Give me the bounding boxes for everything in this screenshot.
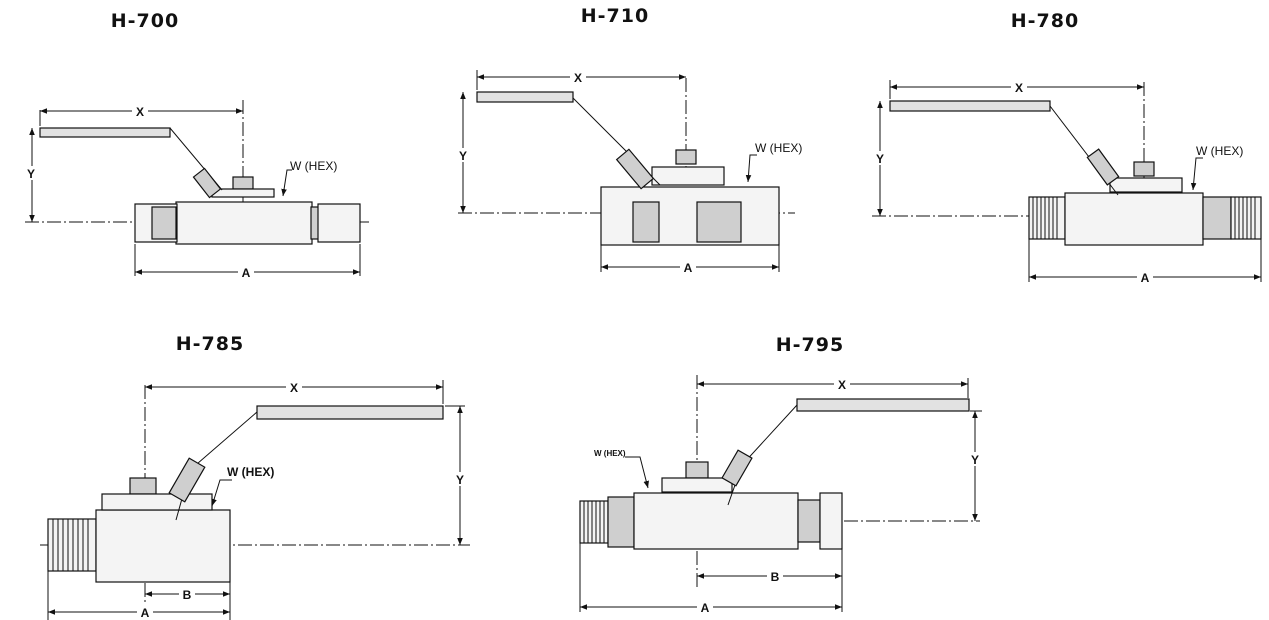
dim-x-label: X xyxy=(290,381,298,395)
dim-y-label: Y xyxy=(459,149,467,163)
handle-grip xyxy=(889,100,1051,112)
dim-b-label: B xyxy=(183,588,192,602)
body-flat-right xyxy=(696,201,742,243)
valve-body xyxy=(600,186,780,246)
model-title: H-710 xyxy=(581,5,649,27)
stem-nut xyxy=(129,477,157,495)
handle-sleeve xyxy=(192,167,222,199)
dim-y-label: Y xyxy=(971,453,979,467)
valve-h785: H-785 X Y B A W (HEX) xyxy=(40,333,470,620)
dim-x-label: X xyxy=(574,71,582,85)
stem-nut xyxy=(675,149,697,165)
end-nut-right xyxy=(317,203,361,243)
stem-nut xyxy=(1133,161,1155,177)
stem-nut xyxy=(232,176,254,190)
thread-end-left xyxy=(579,500,609,544)
dim-x-label: X xyxy=(1015,81,1023,95)
dim-a-label: A xyxy=(701,601,710,615)
handle-sleeve xyxy=(168,457,206,503)
valve-h795: H-795 X Y B A W xyxy=(579,334,983,615)
thread-end-left xyxy=(1028,196,1066,240)
dim-a-label: A xyxy=(684,261,693,275)
stop-plate xyxy=(1109,177,1183,193)
hex-neck-left xyxy=(607,496,635,548)
valve-body xyxy=(1064,192,1204,246)
model-title: H-795 xyxy=(776,334,844,356)
handle-sleeve xyxy=(1086,148,1120,186)
end-nut-right xyxy=(819,492,843,550)
valve-h700: H-700 X Y A W (HEX) xyxy=(24,10,372,280)
thread-end-right xyxy=(1230,196,1262,240)
handle-sleeve xyxy=(721,449,753,487)
thread-end-left xyxy=(47,518,97,572)
stop-plate xyxy=(651,166,725,186)
dim-y-label: Y xyxy=(876,152,884,166)
end-fitting-left xyxy=(151,206,177,240)
hex-neck-right xyxy=(1202,196,1232,240)
dim-b-label: B xyxy=(771,570,780,584)
handle-grip xyxy=(39,127,171,138)
valve-body xyxy=(95,509,231,583)
handle-grip xyxy=(796,398,970,412)
dim-x-label: X xyxy=(838,378,846,392)
hex-label: W (HEX) xyxy=(594,449,626,458)
dim-y-label: Y xyxy=(456,473,464,487)
handle-grip xyxy=(476,91,574,103)
handle-sleeve xyxy=(615,148,655,190)
hex-label: W (HEX) xyxy=(755,141,802,155)
body-flat-left xyxy=(632,201,660,243)
hex-label: W (HEX) xyxy=(290,159,337,173)
dim-y-label: Y xyxy=(27,167,35,181)
dim-a-label: A xyxy=(242,266,251,280)
model-title: H-700 xyxy=(111,10,179,32)
valve-body xyxy=(175,201,313,245)
stop-plate xyxy=(661,477,733,493)
model-title: H-780 xyxy=(1011,10,1079,32)
hex-label: W (HEX) xyxy=(227,465,274,479)
handle-grip xyxy=(256,405,444,420)
dim-x-label: X xyxy=(136,105,144,119)
valve-body xyxy=(633,492,799,550)
hex-label: W (HEX) xyxy=(1196,144,1243,158)
stop-plate xyxy=(101,493,213,511)
valve-h780: H-780 X Y A W (HEX) xyxy=(872,10,1262,285)
stop-plate xyxy=(211,188,275,198)
dim-a-label: A xyxy=(141,606,150,620)
model-title: H-785 xyxy=(176,333,244,355)
dim-a-label: A xyxy=(1141,271,1150,285)
valve-h710: H-710 X Y A W (HEX) xyxy=(455,5,802,275)
stem-nut xyxy=(685,461,709,479)
end-fitting-right xyxy=(797,499,821,543)
